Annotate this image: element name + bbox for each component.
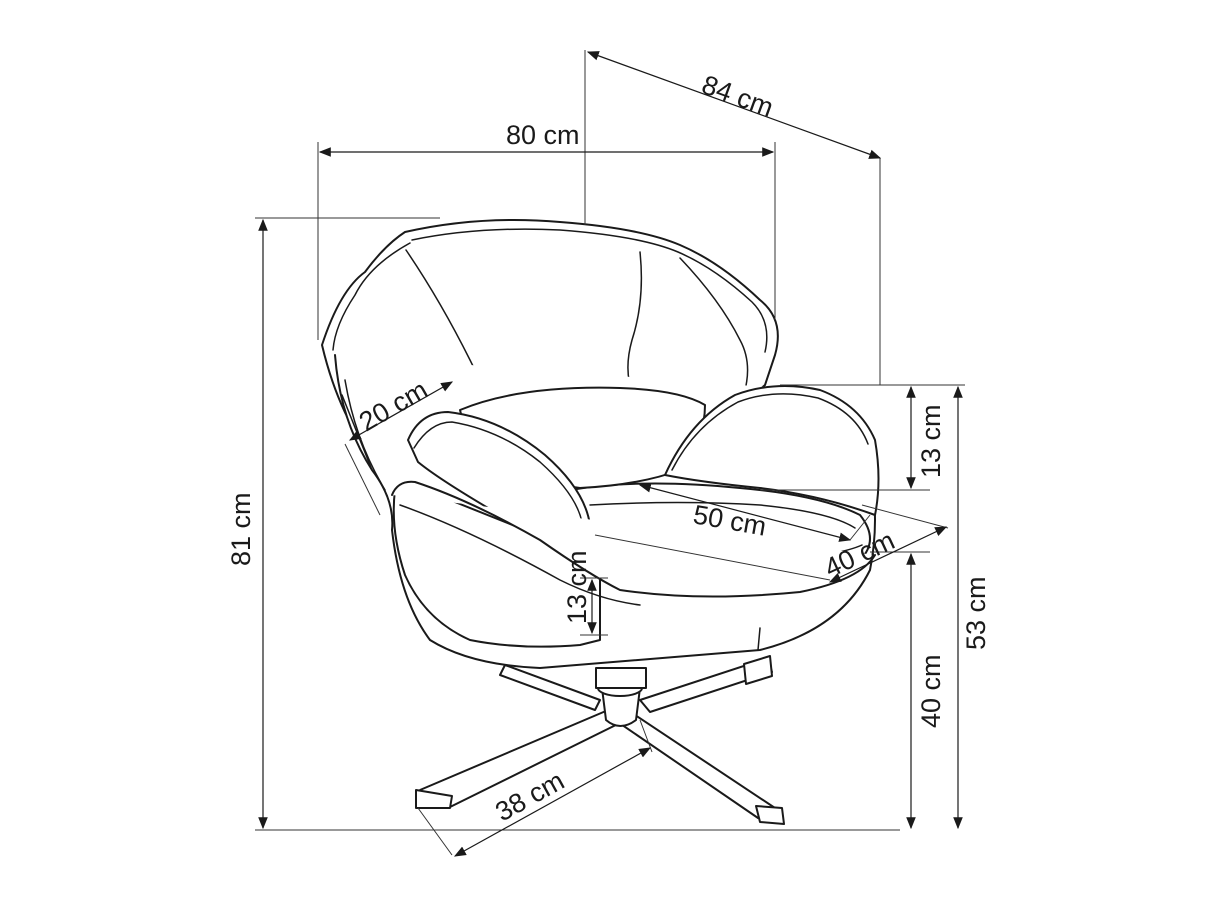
label-armrest-height: 13 cm xyxy=(916,404,946,478)
dim-total-height: 81 cm xyxy=(226,217,900,831)
label-cushion-thickness: 13 cm xyxy=(562,550,592,624)
chair-base xyxy=(415,655,785,825)
dim-armrest-height: 13 cm xyxy=(760,384,965,491)
label-seat-total-height: 53 cm xyxy=(961,576,991,650)
dim-seat-height: 40 cm xyxy=(870,551,946,830)
label-seat-height: 40 cm xyxy=(916,654,946,728)
dim-seat-total-height: 53 cm xyxy=(953,385,991,830)
label-width: 80 cm xyxy=(506,120,580,150)
label-depth-top: 84 cm xyxy=(698,69,777,122)
dim-width: 80 cm xyxy=(317,120,776,340)
chair-illustration xyxy=(321,218,880,825)
dim-cushion-thickness: 13 cm xyxy=(562,550,608,636)
label-total-height: 81 cm xyxy=(226,492,256,566)
